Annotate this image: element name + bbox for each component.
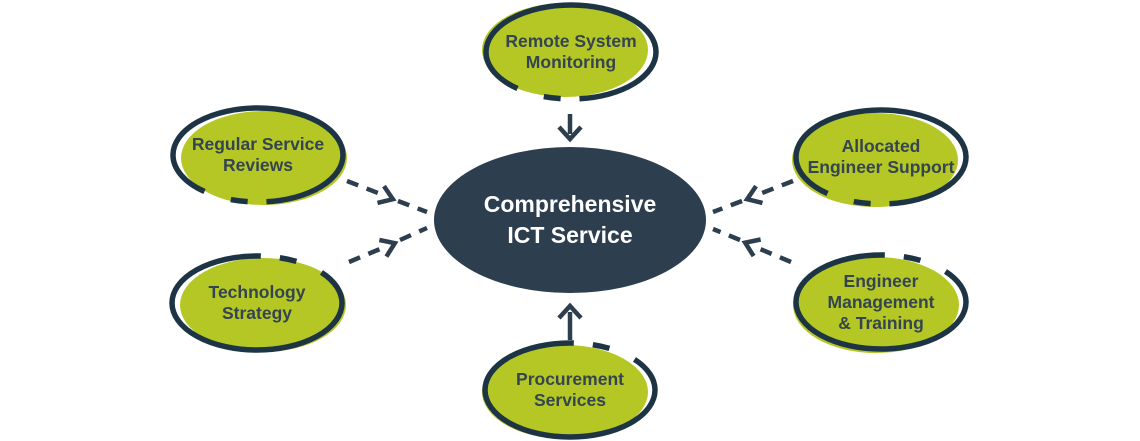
node-label: Allocated Engineer Support — [807, 136, 955, 177]
arrow-top-left-to-center — [346, 178, 428, 215]
node-center: Comprehensive ICT Service — [433, 146, 707, 294]
node-label: Technology Strategy — [208, 282, 306, 323]
node-label: Regular Service Reviews — [191, 134, 325, 175]
node-center-label: Comprehensive ICT Service — [483, 191, 657, 248]
satellite-ellipse-shape — [793, 252, 969, 353]
satellite-ellipse-shape — [792, 107, 969, 207]
arrowhead-left-icon — [741, 237, 762, 258]
arrow-bottom-to-center — [557, 302, 583, 340]
arrow-bottom-left-to-center — [348, 225, 428, 265]
node-allocated-engineer-support: Allocated Engineer Support — [791, 105, 971, 209]
node-technology-strategy: Technology Strategy — [167, 251, 347, 355]
node-label: Engineer Management & Training — [827, 270, 935, 333]
arrowhead-down-icon — [557, 125, 583, 143]
satellite-ellipse-shape — [482, 2, 659, 102]
arrowhead-right-icon — [376, 184, 397, 206]
satellite-ellipse-shape — [482, 340, 658, 440]
arrow-dash-segment — [348, 246, 381, 265]
arrowhead-right-icon — [378, 237, 399, 258]
satellite-ellipse-shape — [169, 253, 346, 353]
node-regular-service-reviews: Regular Service Reviews — [168, 103, 348, 207]
arrow-dash-segment — [759, 246, 792, 265]
arrow-dash-segment — [712, 226, 741, 243]
node-label: Remote System Monitoring — [505, 31, 637, 72]
node-remote-system-monitoring: Remote System Monitoring — [481, 0, 661, 104]
arrow-dash-segment — [346, 178, 379, 196]
center-ellipse-shape — [434, 147, 706, 293]
arrow-top-to-center — [557, 114, 583, 143]
arrowhead-left-icon — [743, 184, 764, 206]
satellite-ellipse-shape — [170, 105, 347, 205]
arrow-dash-segment — [397, 198, 428, 215]
arrow-dash-segment — [761, 178, 794, 196]
arrow-top-right-to-center — [712, 178, 794, 215]
arrow-dash-segment — [712, 198, 743, 215]
node-procurement-services: Procurement Services — [480, 338, 660, 441]
arrowhead-up-icon — [557, 302, 583, 320]
arrow-bottom-right-to-center — [712, 226, 792, 265]
node-label: Procurement Services — [516, 369, 624, 410]
node-engineer-management-training: Engineer Management & Training — [791, 250, 971, 354]
arrow-dash-segment — [399, 225, 428, 243]
